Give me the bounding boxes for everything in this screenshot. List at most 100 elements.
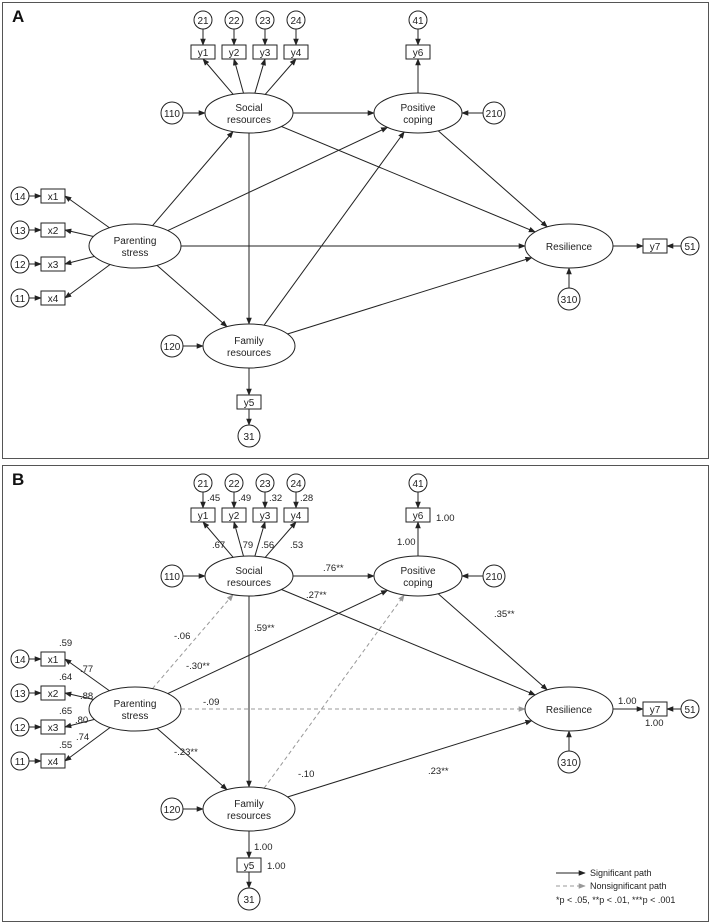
loading-x3	[64, 255, 95, 266]
error-e12-label: 12	[14, 723, 26, 734]
latent-coping-label: coping	[403, 115, 432, 126]
legend-significance-note: *p < .05, **p < .01, ***p < .001	[556, 895, 675, 905]
disturbance-e210	[482, 101, 506, 125]
latent-stress	[88, 686, 182, 732]
panel-frame	[2, 465, 709, 922]
disturbance-e210	[482, 564, 506, 588]
path-family-resil	[287, 719, 533, 798]
latent-resil-label: Resilience	[546, 242, 593, 253]
error-e24-label: 24	[290, 16, 302, 27]
loading-value-x4: .74	[76, 732, 89, 743]
latent-stress-label: Parenting	[114, 699, 157, 710]
loading-value-y5: 1.00	[254, 842, 273, 853]
disturbance-e120	[160, 334, 184, 358]
coef-family-coping: -.10	[298, 769, 314, 780]
latent-stress-label: Parenting	[114, 236, 157, 247]
r-squared-y6: 1.00	[436, 513, 455, 524]
path-family-coping	[263, 594, 405, 789]
error-e24	[286, 10, 306, 30]
loading-y3	[254, 521, 266, 557]
latent-social-label: Social	[235, 103, 262, 114]
path-social-resil	[281, 126, 536, 233]
r-squared-y4: .28	[300, 493, 313, 504]
indicator-x4-label: x4	[48, 757, 59, 768]
indicator-y4-label: y4	[291, 48, 302, 59]
error-e14	[10, 186, 30, 206]
path-stress-family	[156, 264, 228, 328]
disturbance-e120-label: 120	[164, 805, 181, 816]
latent-social-label: resources	[227, 115, 271, 126]
disturbance-e210-label: 210	[486, 109, 503, 120]
coef-family-resil: .23**	[428, 766, 449, 777]
r-squared-y7: 1.00	[645, 718, 664, 729]
r-squared-y2: .49	[238, 493, 251, 504]
error-e22	[224, 473, 244, 493]
coef-stress-resil: -.09	[203, 697, 219, 708]
panel-label: B	[12, 470, 24, 489]
coef-stress-family: -.23**	[174, 747, 198, 758]
r-squared-x3: .65	[59, 706, 72, 717]
disturbance-e310-label: 310	[561, 295, 578, 306]
loading-x3	[64, 718, 95, 729]
path-stress-social	[152, 131, 234, 226]
legend-nonsignificant-label: Nonsignificant path	[590, 881, 667, 891]
error-e12-label: 12	[14, 260, 26, 271]
error-e12	[10, 717, 30, 737]
panel-frame	[2, 2, 709, 459]
path-family-resil	[287, 256, 533, 335]
disturbance-e210-label: 210	[486, 572, 503, 583]
error-e31-label: 31	[243, 895, 255, 906]
latent-social-label: resources	[227, 578, 271, 589]
error-e21	[193, 10, 213, 30]
path-coping-resil	[437, 593, 548, 691]
indicator-y7-label: y7	[650, 705, 661, 716]
error-e31-label: 31	[243, 432, 255, 443]
latent-resil-label: Resilience	[546, 705, 593, 716]
loading-y2	[232, 58, 244, 94]
disturbance-e310	[557, 750, 581, 774]
disturbance-e110-label: 110	[164, 572, 180, 583]
coef-social-resil: .27**	[306, 590, 327, 601]
error-e13	[10, 683, 30, 703]
error-e22-label: 22	[228, 16, 240, 27]
error-e23-label: 23	[259, 16, 271, 27]
error-e14-label: 14	[14, 655, 26, 666]
loading-y4	[264, 58, 297, 95]
error-e51	[680, 236, 700, 256]
loading-value-y7: 1.00	[618, 696, 637, 707]
loading-x1	[64, 658, 110, 692]
latent-family-label: resources	[227, 348, 271, 359]
error-e21	[193, 473, 213, 493]
error-e24-label: 24	[290, 479, 302, 490]
indicator-x2-label: x2	[48, 226, 59, 237]
latent-family-label: Family	[234, 336, 263, 347]
coef-social-coping: .76**	[323, 563, 344, 574]
loading-y4	[264, 521, 297, 558]
latent-coping-label: Positive	[400, 566, 435, 577]
panel-a: ASocialresourcesPositivecopingParentings…	[2, 2, 709, 459]
path-family-coping	[263, 131, 405, 326]
path-stress-social	[152, 594, 234, 689]
coef-social-family: .59**	[254, 623, 275, 634]
error-e24	[286, 473, 306, 493]
indicator-y5-label: y5	[244, 861, 255, 872]
error-e13-label: 13	[14, 689, 26, 700]
loading-x4	[64, 264, 111, 299]
r-squared-y5: 1.00	[267, 861, 286, 872]
error-e41-label: 41	[412, 479, 424, 490]
indicator-x1-label: x1	[48, 192, 59, 203]
error-e11	[10, 751, 30, 771]
indicator-y2-label: y2	[229, 511, 240, 522]
disturbance-e310-label: 310	[561, 758, 578, 769]
error-e21-label: 21	[197, 479, 209, 490]
indicator-y3-label: y3	[260, 48, 271, 59]
error-e51	[680, 699, 700, 719]
loading-value-y4: .53	[290, 540, 303, 551]
loading-value-y1: .67	[212, 540, 225, 551]
error-e23	[255, 473, 275, 493]
error-e51-label: 51	[684, 242, 696, 253]
error-e12	[10, 254, 30, 274]
panel-b: BSocialresourcesPositivecopingParentings…	[2, 465, 709, 922]
